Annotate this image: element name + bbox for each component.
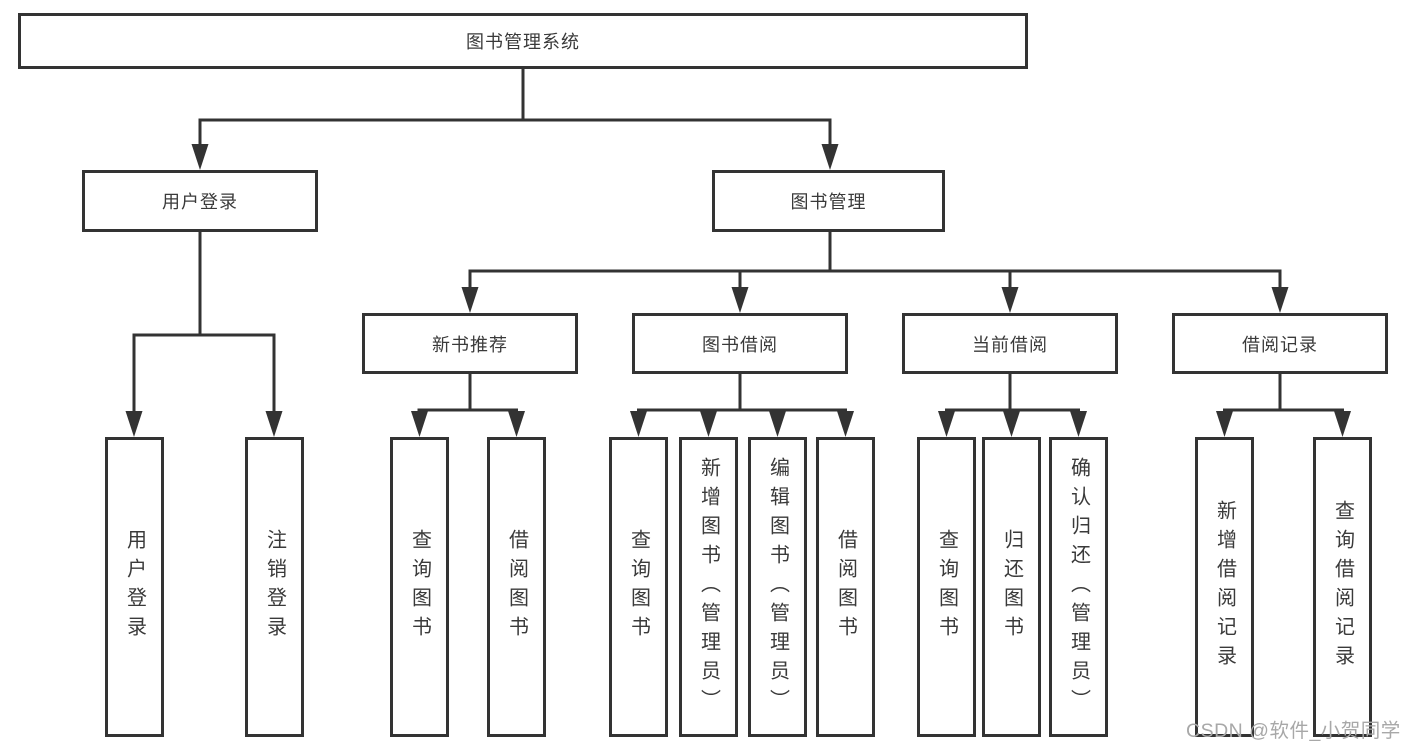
node-current-borrowing: 当前借阅 bbox=[902, 313, 1118, 374]
node-leaf-confirm-return-admin-label: 确认归还（管理员） bbox=[1067, 456, 1090, 718]
node-borrowing-records: 借阅记录 bbox=[1172, 313, 1388, 374]
node-leaf-query-books-borrowing: 查询图书 bbox=[609, 437, 668, 737]
node-leaf-borrow-books: 借阅图书 bbox=[816, 437, 875, 737]
node-leaf-confirm-return-admin: 确认归还（管理员） bbox=[1049, 437, 1108, 737]
node-root: 图书管理系统 bbox=[18, 13, 1028, 69]
arrowheads bbox=[125, 144, 1351, 437]
node-root-label: 图书管理系统 bbox=[466, 32, 580, 52]
node-leaf-edit-books-admin-label: 编辑图书（管理员） bbox=[766, 456, 789, 718]
node-book-management-label: 图书管理 bbox=[790, 192, 867, 212]
node-new-book-recommendation: 新书推荐 bbox=[362, 313, 578, 374]
node-leaf-logout: 注销登录 bbox=[245, 437, 304, 737]
node-leaf-user-login-label: 用户登录 bbox=[123, 529, 146, 645]
node-leaf-user-login: 用户登录 bbox=[105, 437, 164, 737]
node-leaf-add-books-admin-label: 新增图书（管理员） bbox=[697, 456, 720, 718]
node-book-borrowing-label: 图书借阅 bbox=[702, 334, 778, 355]
node-leaf-add-borrow-record-label: 新增借阅记录 bbox=[1213, 500, 1236, 674]
node-leaf-borrow-books-recommend: 借阅图书 bbox=[487, 437, 546, 737]
node-leaf-query-books-current: 查询图书 bbox=[917, 437, 976, 737]
node-leaf-query-borrow-record-label: 查询借阅记录 bbox=[1331, 500, 1354, 674]
watermark: CSDN @软件_小贺同学 bbox=[1186, 720, 1401, 742]
node-leaf-query-books-recommend: 查询图书 bbox=[390, 437, 449, 737]
node-leaf-add-books-admin: 新增图书（管理员） bbox=[679, 437, 738, 737]
node-current-borrowing-label: 当前借阅 bbox=[972, 334, 1048, 355]
node-book-borrowing: 图书借阅 bbox=[632, 313, 848, 374]
node-leaf-edit-books-admin: 编辑图书（管理员） bbox=[748, 437, 807, 737]
node-book-management: 图书管理 bbox=[712, 170, 945, 232]
node-leaf-return-books-label: 归还图书 bbox=[1000, 529, 1023, 645]
node-leaf-query-books-current-label: 查询图书 bbox=[935, 529, 958, 645]
node-leaf-logout-label: 注销登录 bbox=[263, 529, 286, 645]
node-leaf-add-borrow-record: 新增借阅记录 bbox=[1195, 437, 1254, 737]
node-leaf-query-borrow-record: 查询借阅记录 bbox=[1313, 437, 1372, 737]
node-leaf-query-books-borrowing-label: 查询图书 bbox=[627, 529, 650, 645]
node-leaf-return-books: 归还图书 bbox=[982, 437, 1041, 737]
node-borrowing-records-label: 借阅记录 bbox=[1242, 334, 1318, 355]
node-new-book-recommendation-label: 新书推荐 bbox=[432, 334, 508, 355]
node-leaf-query-books-recommend-label: 查询图书 bbox=[408, 529, 431, 645]
node-user-login: 用户登录 bbox=[82, 170, 318, 232]
node-user-login-label: 用户登录 bbox=[162, 192, 238, 212]
node-leaf-borrow-books-recommend-label: 借阅图书 bbox=[505, 529, 528, 645]
node-leaf-borrow-books-label: 借阅图书 bbox=[834, 529, 857, 645]
